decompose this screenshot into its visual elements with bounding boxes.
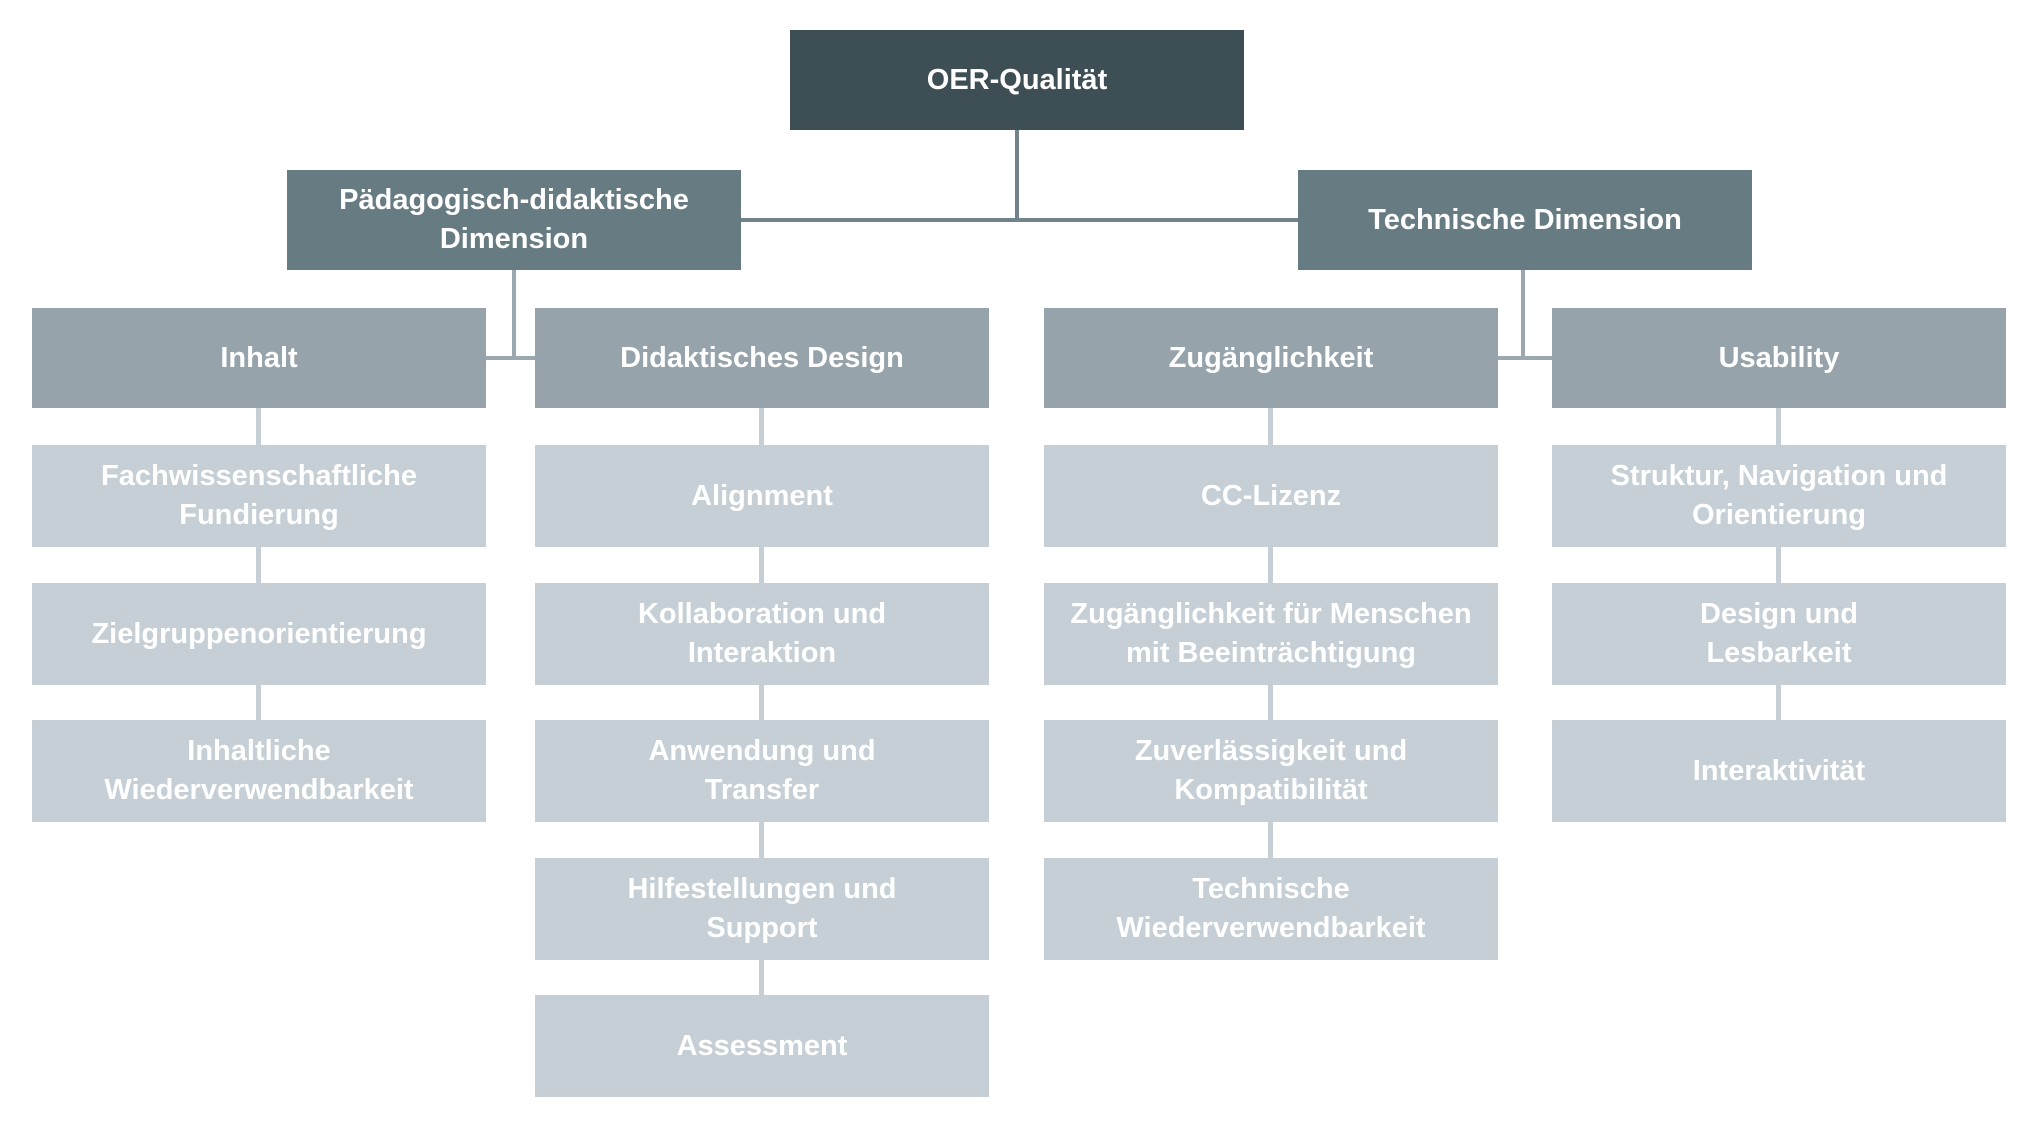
connector-col2-stub: [759, 685, 764, 720]
item-node: Zugänglichkeit für Menschen mit Beeinträ…: [1044, 583, 1498, 685]
dimension-node-paedagogisch-didaktisch: Pädagogisch-didaktische Dimension: [287, 170, 741, 270]
item-node: Hilfestellungen und Support: [535, 858, 989, 960]
category-node-zugaenglichkeit: Zugänglichkeit: [1044, 308, 1498, 408]
connector-col3-stub: [1268, 408, 1273, 445]
connector-col1-stub: [256, 547, 261, 583]
item-node: Assessment: [535, 995, 989, 1097]
item-node: Zuverlässigkeit und Kompatibilität: [1044, 720, 1498, 822]
connector-col1-stub: [256, 408, 261, 445]
item-node: Alignment: [535, 445, 989, 547]
connector-dim1-vertical: [512, 270, 516, 360]
connector-col3-stub: [1268, 822, 1273, 858]
connector-col4-stub: [1776, 547, 1781, 583]
connector-col2-stub: [759, 408, 764, 445]
connector-dim2-horizontal: [1498, 356, 1552, 360]
item-node: Zielgruppenorientierung: [32, 583, 486, 685]
item-node: Technische Wiederverwendbarkeit: [1044, 858, 1498, 960]
connector-dim1-horizontal: [486, 356, 535, 360]
connector-root-horizontal: [741, 218, 1298, 222]
connector-col4-stub: [1776, 685, 1781, 720]
connector-col2-stub: [759, 822, 764, 858]
item-node: Anwendung und Transfer: [535, 720, 989, 822]
item-node: Design und Lesbarkeit: [1552, 583, 2006, 685]
connector-col2-stub: [759, 547, 764, 583]
connector-col3-stub: [1268, 547, 1273, 583]
item-node: Kollaboration und Interaktion: [535, 583, 989, 685]
connector-col2-stub: [759, 960, 764, 995]
connector-col4-stub: [1776, 408, 1781, 445]
item-node: Inhaltliche Wiederverwendbarkeit: [32, 720, 486, 822]
item-node: CC-Lizenz: [1044, 445, 1498, 547]
dimension-node-technisch: Technische Dimension: [1298, 170, 1752, 270]
item-node: Struktur, Navigation und Orientierung: [1552, 445, 2006, 547]
item-node: Fachwissenschaftliche Fundierung: [32, 445, 486, 547]
category-node-usability: Usability: [1552, 308, 2006, 408]
root-node-oer-qualitaet: OER-Qualität: [790, 30, 1244, 130]
category-node-inhalt: Inhalt: [32, 308, 486, 408]
connector-root-vertical: [1015, 130, 1019, 220]
category-node-didaktisches-design: Didaktisches Design: [535, 308, 989, 408]
item-node: Interaktivität: [1552, 720, 2006, 822]
connector-dim2-vertical: [1521, 270, 1525, 360]
connector-col3-stub: [1268, 685, 1273, 720]
connector-col1-stub: [256, 685, 261, 720]
